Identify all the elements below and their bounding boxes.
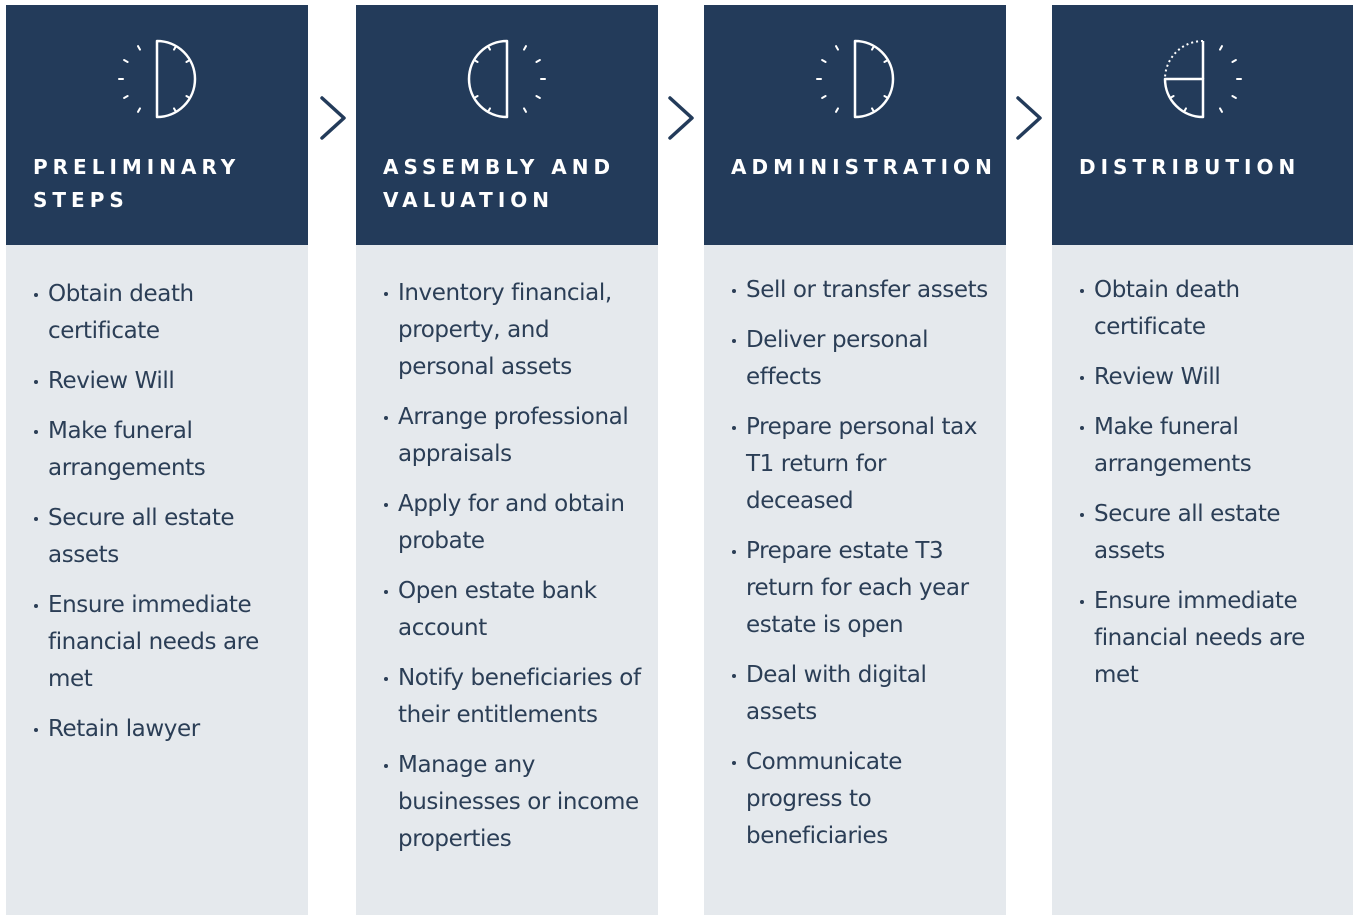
task-list: Obtain death certificate Review Will Mak… <box>1079 272 1347 707</box>
column-preliminary-steps: PRELIMINARY STEPS Obtain death certifica… <box>6 5 308 915</box>
clock-quarter-icon <box>1163 36 1243 122</box>
column-assembly-and-valuation: ASSEMBLY AND VALUATION Inventory financi… <box>356 5 658 915</box>
list-item: Ensure immediate financial needs are met <box>1079 583 1347 694</box>
list-item: Deal with digital assets <box>731 657 999 731</box>
list-item: Obtain death certificate <box>33 276 301 350</box>
column-header: PRELIMINARY STEPS <box>6 5 308 245</box>
list-item: Inventory financial, property, and perso… <box>383 275 651 386</box>
column-body: Obtain death certificate Review Will Mak… <box>6 245 308 915</box>
clock-half-right-icon <box>117 36 197 122</box>
list-item: Ensure immediate financial needs are met <box>33 587 301 698</box>
list-item: Manage any businesses or income properti… <box>383 747 651 858</box>
list-item: Communicate progress to beneficiaries <box>731 744 999 855</box>
column-distribution: DISTRIBUTION Obtain death certificate Re… <box>1052 5 1353 915</box>
chevron-right-icon <box>1014 95 1044 141</box>
list-item: Obtain death certificate <box>1079 272 1347 346</box>
column-title: ASSEMBLY AND VALUATION <box>383 155 616 212</box>
chevron-right-icon <box>666 95 696 141</box>
list-item: Prepare estate T3 return for each year e… <box>731 533 999 644</box>
column-body: Obtain death certificate Review Will Mak… <box>1052 245 1353 915</box>
column-title: DISTRIBUTION <box>1079 155 1301 179</box>
list-item: Sell or transfer assets <box>731 272 999 309</box>
list-item: Apply for and obtain probate <box>383 486 651 560</box>
list-item: Make funeral arrangements <box>1079 409 1347 483</box>
list-item: Prepare personal tax T1 return for decea… <box>731 409 999 520</box>
list-item: Deliver personal effects <box>731 322 999 396</box>
list-item: Secure all estate assets <box>33 500 301 574</box>
list-item: Review Will <box>33 363 301 400</box>
column-title: PRELIMINARY STEPS <box>33 155 241 212</box>
task-list: Sell or transfer assets Deliver personal… <box>731 272 999 868</box>
column-header: DISTRIBUTION <box>1052 5 1353 245</box>
task-list: Obtain death certificate Review Will Mak… <box>33 276 301 761</box>
column-header: ADMINISTRATION <box>704 5 1006 245</box>
list-item: Notify beneficiaries of their entitlemen… <box>383 660 651 734</box>
list-item: Make funeral arrangements <box>33 413 301 487</box>
task-list: Inventory financial, property, and perso… <box>383 275 651 871</box>
list-item: Retain lawyer <box>33 711 301 748</box>
column-header: ASSEMBLY AND VALUATION <box>356 5 658 245</box>
column-administration: ADMINISTRATION Sell or transfer assets D… <box>704 5 1006 915</box>
clock-half-right-icon <box>815 36 895 122</box>
list-item: Secure all estate assets <box>1079 496 1347 570</box>
list-item: Open estate bank account <box>383 573 651 647</box>
list-item: Arrange professional appraisals <box>383 399 651 473</box>
column-body: Inventory financial, property, and perso… <box>356 245 658 915</box>
column-title: ADMINISTRATION <box>731 155 997 179</box>
clock-half-left-icon <box>467 36 547 122</box>
list-item: Review Will <box>1079 359 1347 396</box>
chevron-right-icon <box>318 95 348 141</box>
column-body: Sell or transfer assets Deliver personal… <box>704 245 1006 915</box>
